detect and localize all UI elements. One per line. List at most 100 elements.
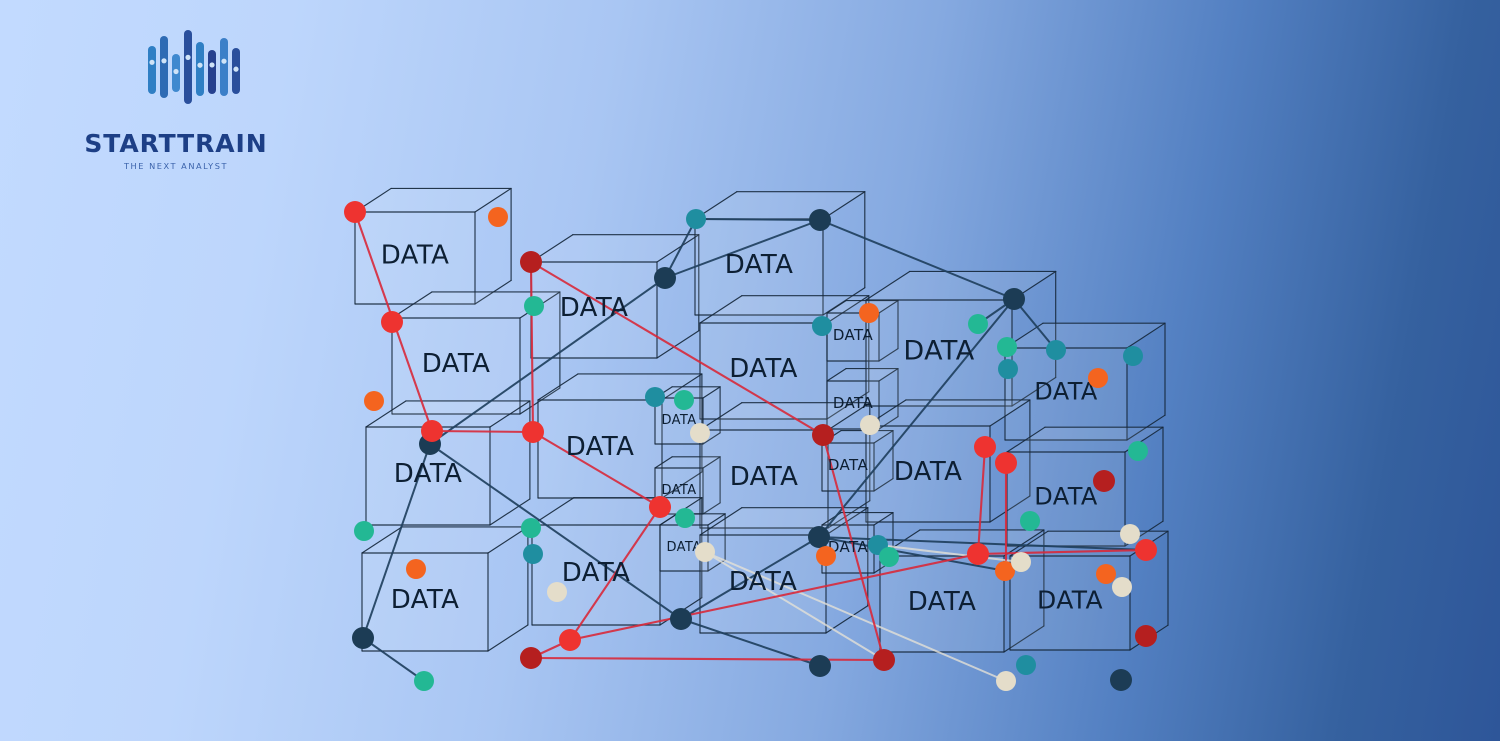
cube-edge — [826, 300, 847, 314]
network-node-dot — [997, 337, 1017, 357]
network-node-dot — [1096, 564, 1116, 584]
data-labels: DATA DATA DATA DATA DATA DATA DATA DATA DATA DATA… — [381, 241, 1103, 617]
connection-line-red — [568, 552, 980, 642]
cube-edge — [699, 402, 743, 431]
cube-edge — [489, 400, 531, 428]
cube-edge — [519, 387, 561, 415]
cube-face — [822, 430, 893, 443]
cube-edge — [659, 513, 678, 526]
network-node-dot — [808, 526, 830, 548]
network-node-dot — [381, 311, 403, 333]
network-node-dot — [406, 559, 426, 579]
cube-data-label: DATA — [1037, 586, 1103, 615]
network-node-dot — [859, 303, 879, 323]
wordmark: STARTTRAIN THE NEXT ANALYST — [56, 131, 296, 169]
network-node-dot — [654, 267, 676, 289]
network-node-dot — [547, 582, 567, 602]
cube-edge — [699, 507, 743, 536]
network-node-dot — [1011, 552, 1031, 572]
cube-data-label: DATA — [730, 462, 799, 492]
connection-line-navy — [429, 277, 666, 445]
cube-face — [700, 402, 870, 430]
connection-line-navy — [680, 618, 821, 667]
network-node-dot — [521, 518, 541, 538]
network-node-dot — [674, 390, 694, 410]
network-node-dot — [967, 543, 989, 565]
cube-edge — [826, 391, 870, 420]
cube-face — [866, 271, 1056, 300]
cube-edge — [989, 399, 1031, 427]
network-node-dot — [488, 207, 508, 227]
logo-bar-dot — [161, 58, 167, 64]
connection-line-navy — [695, 218, 821, 221]
connection-line-navy — [362, 443, 431, 639]
logo-bar-dot — [149, 59, 155, 65]
cube-edge — [827, 500, 871, 529]
network-node-dot — [421, 420, 443, 442]
cube-face — [827, 368, 898, 381]
cube-edge — [826, 368, 847, 382]
cube-edge — [537, 373, 579, 401]
network-node-dot — [860, 415, 880, 435]
cube-edge — [822, 191, 866, 220]
cube-data-label: DATA — [828, 456, 869, 474]
network-node-dot — [1120, 524, 1140, 544]
cube-edge — [654, 456, 673, 469]
logo-bar — [220, 38, 228, 96]
cube-edge — [865, 270, 911, 301]
cube-edge — [878, 300, 899, 314]
network-node-dot — [1135, 625, 1157, 647]
connection-line-navy — [819, 219, 1015, 300]
cube-face — [1005, 323, 1165, 348]
connection-line-navy — [664, 218, 697, 279]
connection-line-navy — [362, 637, 425, 682]
logo-bar — [196, 42, 204, 96]
connection-line-red — [529, 260, 825, 437]
logo-bar-dot — [209, 62, 215, 68]
network-node-dot — [812, 424, 834, 446]
logo-mark — [56, 28, 296, 106]
connection-line-navy — [818, 298, 1015, 538]
cube-face — [880, 556, 1004, 652]
network-node-dot — [812, 316, 832, 336]
network-node-dot — [414, 671, 434, 691]
cube-edge — [702, 386, 721, 399]
cube-face — [355, 188, 512, 212]
cube-edge — [474, 187, 512, 213]
cube-data-label: DATA — [394, 459, 463, 489]
network-node-dot — [1020, 511, 1040, 531]
network-node-dot — [1003, 288, 1025, 310]
cube-data-label: DATA — [562, 558, 631, 588]
cube-data-label: DATA — [661, 413, 696, 428]
network-node-dot — [998, 359, 1018, 379]
cube-data-label: DATA — [833, 394, 874, 412]
logo-bar — [160, 36, 168, 98]
cube-edge — [1006, 426, 1046, 453]
cube-edge — [487, 526, 529, 554]
cube-face — [532, 525, 660, 625]
cube-face — [695, 219, 823, 315]
network-node-dot — [354, 521, 374, 541]
cube-edge — [707, 513, 726, 526]
connection-links — [353, 210, 1148, 682]
cube-edge — [702, 456, 721, 469]
connection-line-cream — [704, 551, 1007, 682]
cube-face — [866, 399, 1030, 426]
cube-edge — [878, 416, 899, 430]
cube-data-label: DATA — [1034, 483, 1098, 511]
cube-edge — [1009, 530, 1049, 557]
network-node-dot — [1088, 368, 1108, 388]
cube-face — [822, 512, 893, 525]
cube-edge — [656, 330, 700, 359]
cube-data-label: DATA — [725, 250, 794, 280]
network-node-dot — [968, 314, 988, 334]
network-node-dot — [344, 201, 366, 223]
cube-face — [655, 456, 721, 468]
network-node-dot — [523, 544, 543, 564]
network-node-dot — [520, 251, 542, 273]
cube-data-label: DATA — [566, 432, 635, 462]
connection-line-navy — [429, 443, 682, 620]
network-node-dot — [670, 608, 692, 630]
network-node-dot — [996, 671, 1016, 691]
connection-line-red — [976, 445, 987, 556]
